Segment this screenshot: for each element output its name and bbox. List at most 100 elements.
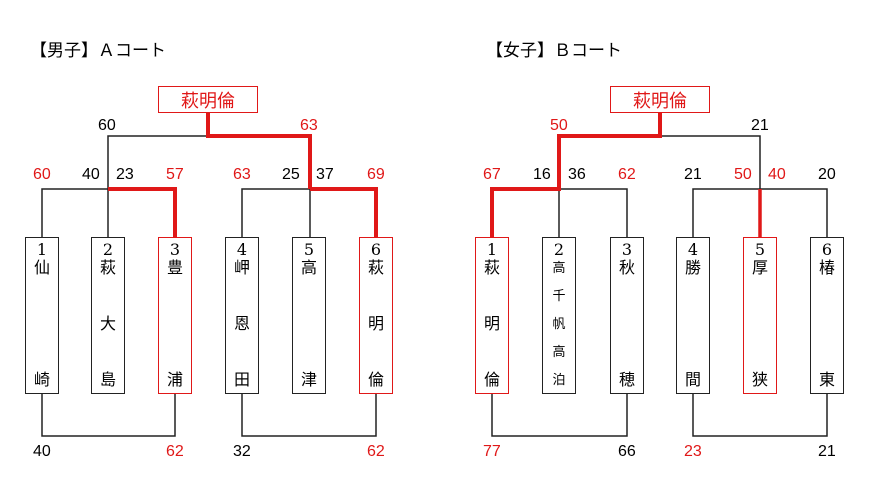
men-champion-box: 萩明倫 — [158, 86, 258, 113]
women-player-1: 1 萩 明 倫 — [475, 237, 509, 394]
name-char: 穂 — [618, 370, 635, 389]
player-name: 岬 恩 田 — [234, 259, 250, 389]
name-char: 萩 — [483, 258, 500, 277]
men-player-3: 3 豊 浦 — [158, 237, 192, 394]
score-label: 57 — [166, 166, 184, 183]
score-label: 63 — [233, 166, 251, 183]
women-player-6: 6 椿 東 — [810, 237, 844, 394]
name-char: 浦 — [166, 370, 183, 389]
name-char: 秋 — [618, 258, 635, 277]
player-name: 勝 間 — [685, 259, 701, 389]
name-char: 島 — [99, 370, 116, 389]
player-number: 1 — [36, 240, 48, 259]
name-char: 東 — [818, 370, 835, 389]
score-label: 25 — [282, 166, 300, 183]
player-number: 4 — [236, 240, 248, 259]
player-number: 4 — [687, 240, 699, 259]
score-label: 21 — [751, 117, 769, 134]
men-player-2: 2 萩 大 島 — [91, 237, 125, 394]
women-player-3: 3 秋 穂 — [610, 237, 644, 394]
men-player-6: 6 萩 明 倫 — [359, 237, 393, 394]
score-label: 50 — [550, 117, 568, 134]
name-char: 仙 — [33, 258, 50, 277]
score-label: 20 — [818, 166, 836, 183]
player-number: 6 — [370, 240, 382, 259]
player-name: 豊 浦 — [167, 259, 183, 389]
name-char: 高 — [552, 261, 566, 276]
men-player-5: 5 高 津 — [292, 237, 326, 394]
name-char: 狭 — [751, 370, 768, 389]
score-label: 69 — [367, 166, 385, 183]
score-label: 16 — [533, 166, 551, 183]
name-char: 倫 — [367, 370, 384, 389]
name-char: 明 — [483, 314, 500, 333]
name-char: 岬 — [233, 258, 250, 277]
player-number: 2 — [553, 240, 565, 259]
name-char: 田 — [233, 370, 250, 389]
score-label: 62 — [618, 166, 636, 183]
women-player-2: 2 高 千 帆 高 泊 — [542, 237, 576, 394]
name-char: 泊 — [552, 373, 566, 388]
name-char: 間 — [684, 370, 701, 389]
name-char: 厚 — [751, 258, 768, 277]
player-number: 3 — [621, 240, 633, 259]
player-number: 2 — [102, 240, 114, 259]
women-final-line — [558, 135, 761, 237]
men-bottom-line-2 — [241, 394, 377, 437]
score-label: 63 — [300, 117, 318, 134]
name-char: 大 — [99, 314, 116, 333]
player-number: 3 — [169, 240, 181, 259]
name-char: 豊 — [166, 258, 183, 277]
women-bottom-line-2 — [692, 394, 828, 437]
player-name: 高 千 帆 高 泊 — [552, 259, 565, 389]
name-char: 津 — [300, 370, 317, 389]
name-char: 帆 — [552, 317, 566, 332]
men-win-path-left — [108, 187, 177, 237]
men-win-path-final — [206, 113, 312, 189]
name-char: 高 — [552, 345, 566, 360]
score-label: 66 — [618, 443, 636, 460]
player-name: 萩 明 倫 — [484, 259, 500, 389]
score-label: 23 — [684, 443, 702, 460]
score-label: 50 — [734, 166, 752, 183]
player-name: 萩 明 倫 — [368, 259, 384, 389]
player-name: 萩 大 島 — [100, 259, 116, 389]
player-name: 仙 崎 — [34, 259, 50, 389]
player-name: 椿 東 — [819, 259, 835, 389]
score-label: 67 — [483, 166, 501, 183]
score-label: 40 — [33, 443, 51, 460]
score-label: 36 — [568, 166, 586, 183]
player-number: 5 — [754, 240, 766, 259]
name-char: 明 — [367, 314, 384, 333]
name-char: 倫 — [483, 370, 500, 389]
men-bottom-line-1 — [41, 394, 176, 437]
score-label: 21 — [684, 166, 702, 183]
score-label: 37 — [316, 166, 334, 183]
score-label: 62 — [166, 443, 184, 460]
player-number: 5 — [303, 240, 315, 259]
score-label: 60 — [33, 166, 51, 183]
player-number: 6 — [821, 240, 833, 259]
score-label: 21 — [818, 443, 836, 460]
women-player-4: 4 勝 間 — [676, 237, 710, 394]
men-player-4: 4 岬 恩 田 — [225, 237, 259, 394]
women-bottom-line-1 — [491, 394, 628, 437]
score-label: 23 — [116, 166, 134, 183]
name-char: 椿 — [818, 258, 835, 277]
bracket-title-women: 【女子】Ｂコート — [486, 41, 622, 61]
name-char: 勝 — [684, 258, 701, 277]
name-char: 恩 — [233, 314, 250, 333]
player-name: 秋 穂 — [619, 259, 635, 389]
bracket-title-men: 【男子】Ａコート — [30, 41, 166, 61]
men-win-path-right — [310, 187, 378, 237]
men-final-line — [107, 135, 310, 189]
name-char: 高 — [300, 258, 317, 277]
score-label: 62 — [367, 443, 385, 460]
player-name: 厚 狭 — [752, 259, 768, 389]
player-number: 1 — [486, 240, 498, 259]
men-player-1: 1 仙 崎 — [25, 237, 59, 394]
player-name: 高 津 — [301, 259, 317, 389]
score-label: 40 — [82, 166, 100, 183]
women-champion-box: 萩明倫 — [610, 86, 710, 113]
